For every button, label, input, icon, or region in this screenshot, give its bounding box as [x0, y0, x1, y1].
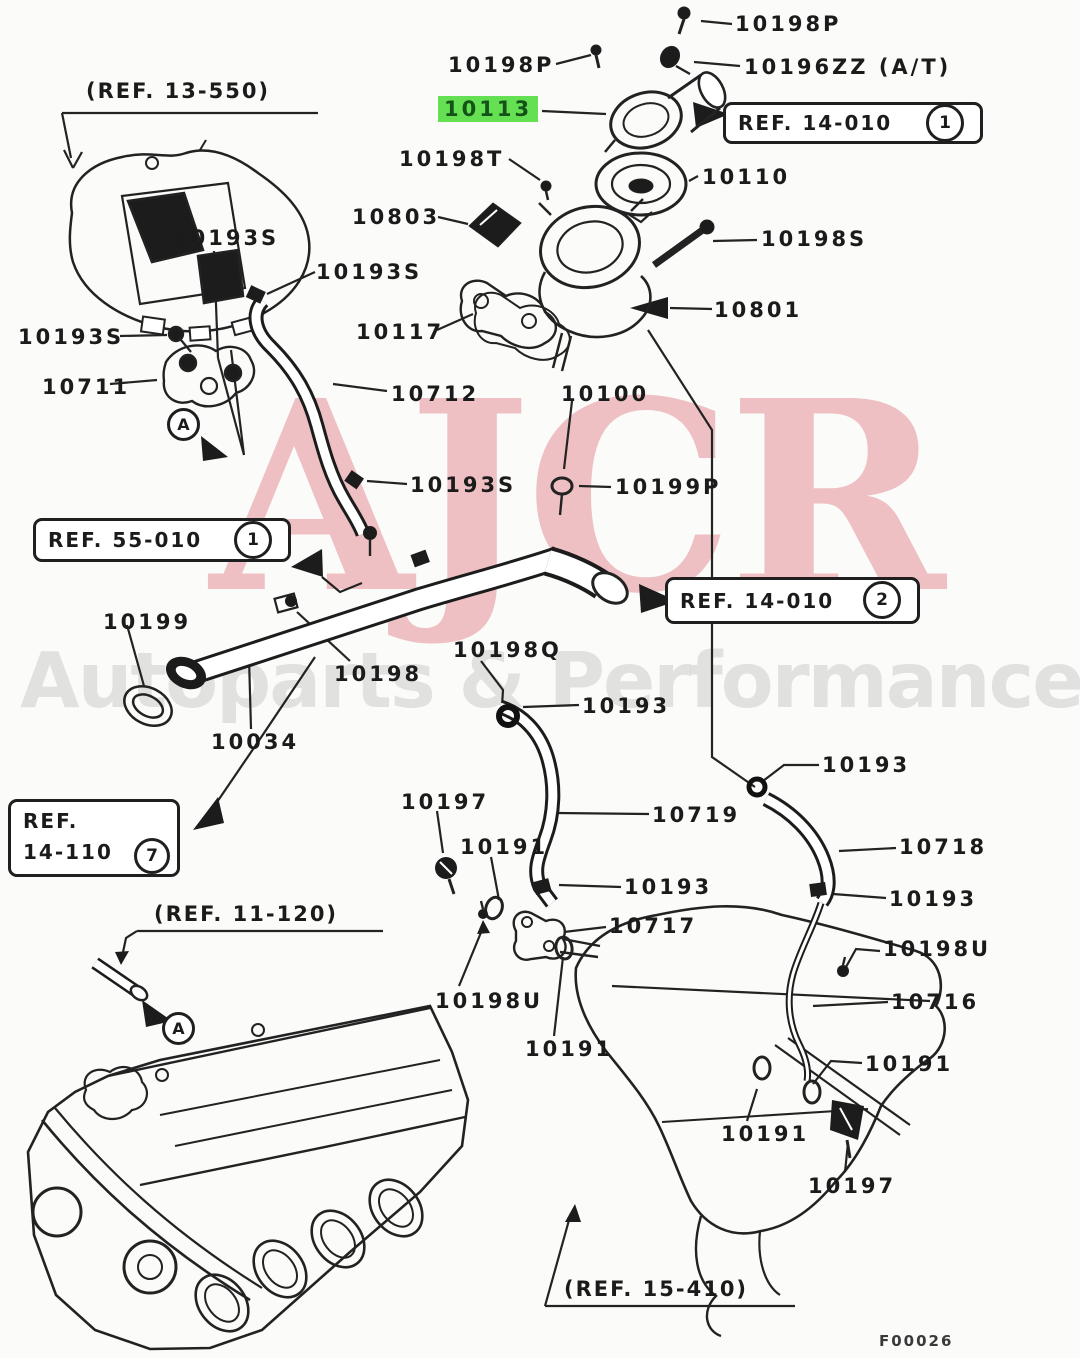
figure-code: F00026	[879, 1332, 954, 1350]
part-label: 10719	[652, 803, 741, 827]
ref-box-number: 1	[926, 104, 964, 142]
part-label: 10193S	[18, 325, 125, 349]
ref-box-number: 1	[234, 521, 272, 559]
hose-10719-drawing	[435, 699, 574, 961]
ref-box-label: REF. 14-010	[680, 588, 835, 613]
part-label: 10034	[211, 730, 300, 754]
part-label: 10198Q	[453, 638, 562, 662]
ref-note: (REF. 15-410)	[564, 1277, 749, 1301]
part-label: 10193	[822, 753, 911, 777]
part-label: 10197	[401, 790, 490, 814]
part-label: 10193S	[410, 473, 517, 497]
hose-10718-pipe-10716-drawing	[746, 776, 864, 1159]
manifold-drawing	[574, 905, 946, 1338]
engine-drawing	[26, 1004, 470, 1351]
part-label: 10198P	[735, 12, 842, 36]
water-pipe-10034-drawing	[123, 476, 629, 728]
hose-10712-drawing	[245, 285, 371, 537]
bracket-10711-drawing	[162, 325, 256, 408]
part-label: 10193S	[316, 260, 423, 284]
part-label: 10193	[889, 887, 978, 911]
ref-box-number: 2	[863, 581, 901, 619]
ref-box-label: REF. 55-010	[48, 528, 203, 552]
part-label: 10198U	[435, 989, 544, 1013]
ref-note: (REF. 13-550)	[86, 79, 271, 103]
part-label: 10193S	[173, 226, 280, 250]
ref-box-label: 14-110	[23, 840, 113, 864]
part-label: 10718	[899, 835, 988, 859]
part-label: 10197	[808, 1174, 897, 1198]
water-inlet-housing-drawing	[459, 180, 715, 372]
part-label: 10198U	[883, 937, 992, 961]
thermostat-drawing	[594, 151, 688, 224]
part-label: 10199	[103, 610, 192, 634]
part-label: 10191	[460, 835, 549, 859]
ref-box-label: REF.	[23, 809, 79, 833]
view-marker-a: A	[162, 1012, 195, 1045]
ref-box-label: REF. 14-010	[738, 111, 893, 135]
part-label: 10716	[891, 990, 980, 1014]
part-label: 10801	[714, 298, 803, 322]
water-outlet-drawing	[590, 6, 727, 153]
view-marker-a: A	[167, 408, 200, 441]
part-label: 10803	[352, 205, 441, 229]
part-label: 10711	[42, 375, 131, 399]
part-label: 10191	[865, 1052, 954, 1076]
part-label: 10717	[609, 914, 698, 938]
part-label: 10198S	[761, 227, 868, 251]
part-label: 10191	[721, 1122, 810, 1146]
part-label: 10712	[391, 382, 480, 406]
part-label: 10110	[702, 165, 791, 189]
ref-box-number: 7	[134, 838, 170, 874]
pipe-10717-drawing	[512, 910, 601, 961]
part-label: 10199P	[615, 475, 722, 499]
part-label: 10198T	[399, 147, 505, 171]
part-label: 10117	[356, 320, 445, 344]
part-label: 10193	[582, 694, 671, 718]
part-label: 10196ZZ (A/T)	[744, 55, 952, 79]
part-label: 10193	[624, 875, 713, 899]
part-label: 10198	[334, 662, 423, 686]
part-label: 10191	[525, 1037, 614, 1061]
part-label: 10198P	[448, 53, 555, 77]
part-label: 10100	[561, 382, 650, 406]
pipe-stub-drawing	[91, 957, 149, 1002]
part-label-highlighted: 10113	[438, 96, 539, 122]
throttle-body-drawing	[68, 139, 311, 342]
ref-note: (REF. 11-120)	[154, 902, 339, 926]
